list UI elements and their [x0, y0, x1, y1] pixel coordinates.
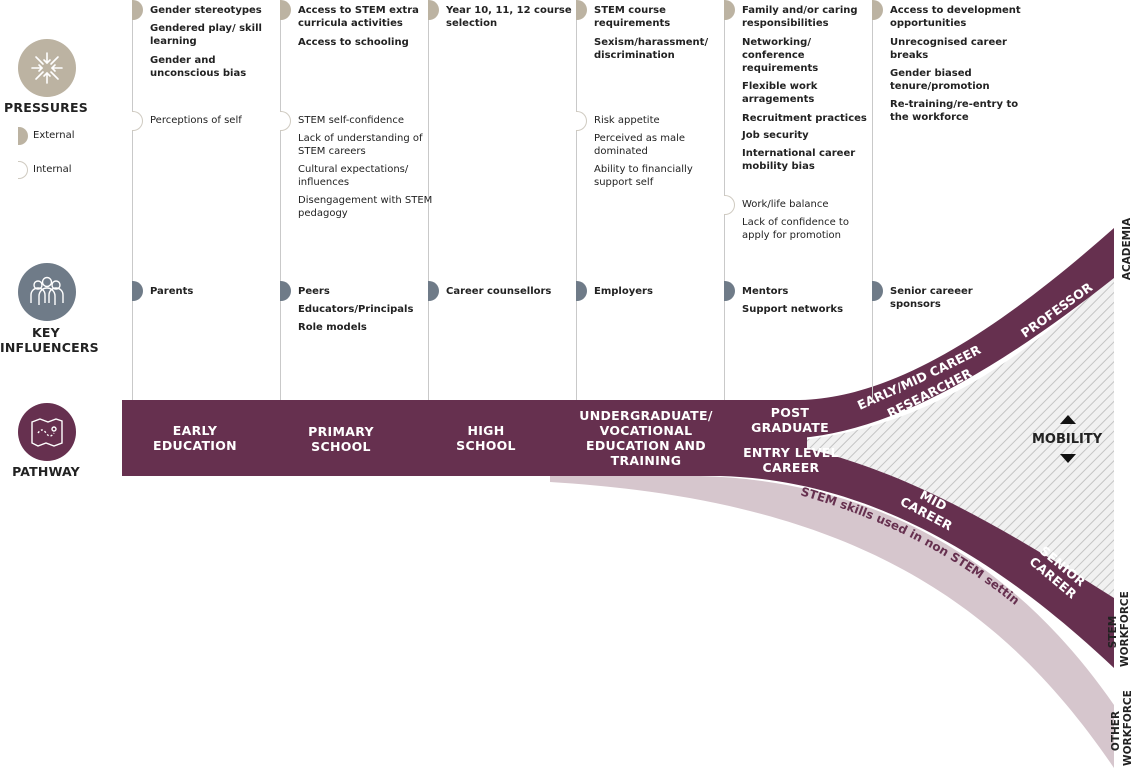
influencer-marker: [724, 281, 735, 301]
internal-legend-label: Internal: [33, 164, 72, 175]
external-pressure-item: Recruitment practices: [742, 113, 867, 124]
external-pressure-item: Gender biased tenure/promotion: [890, 68, 990, 92]
external-pressure-item: International career mobility bias: [742, 148, 856, 172]
internal-pressure-item: Ability to financially support self: [594, 164, 693, 188]
influencer-item: Educators/Principals: [298, 304, 414, 315]
internal-pressure-item: Lack of confidence to apply for promotio…: [742, 217, 849, 241]
mobility-down-arrow-icon: [1060, 454, 1076, 463]
influencer-item: Support networks: [742, 304, 844, 315]
pathway-bar: [122, 400, 807, 476]
external-pressure-item: Family and/or caring responsibilities: [742, 5, 858, 29]
internal-pressure-item: Perceptions of self: [150, 115, 242, 126]
internal-pressure-item: Lack of understanding of STEM careers: [298, 133, 423, 157]
stage-undergraduate: UNDERGRADUATE/ VOCATIONAL EDUCATION AND …: [579, 408, 713, 468]
column-divider: [576, 0, 577, 400]
pathway-label: PATHWAY: [12, 464, 80, 479]
external-pressure-item: Unrecognised career breaks: [890, 37, 1007, 61]
influencer-marker: [280, 281, 291, 301]
people-group-icon: [30, 276, 64, 305]
stage-high-school: HIGH SCHOOL: [456, 423, 516, 453]
influencer-marker: [132, 281, 143, 301]
influencer-item: Mentors: [742, 286, 789, 297]
external-legend-swatch: [18, 127, 28, 145]
internal-pressure-item: Perceived as male dominated: [594, 133, 686, 157]
mobility-label: MOBILITY: [1032, 432, 1103, 447]
column-divider: [132, 0, 133, 400]
external-pressure-item: Access to development opportunities: [890, 5, 1021, 29]
outcome-other-workforce: OTHER WORKFORCE: [1110, 690, 1134, 771]
internal-pressure-item: Disengagement with STEM pedagogy: [298, 195, 433, 219]
internal-pressure-item: Cultural expectations/ influences: [298, 164, 409, 188]
external-pressure-marker: [280, 0, 291, 20]
compress-arrows-icon: [31, 52, 63, 84]
influencer-item: Employers: [594, 286, 653, 297]
internal-pressure-item: Work/life balance: [742, 199, 829, 210]
influencer-item: Role models: [298, 322, 367, 333]
external-pressure-item: Networking/ conference requirements: [742, 37, 819, 74]
branch-post-graduate: POST GRADUATE: [751, 405, 829, 435]
pressures-circle: [18, 39, 76, 97]
outcome-academia: ACADEMIA: [1121, 217, 1133, 281]
external-legend-label: External: [33, 130, 75, 141]
external-pressure-marker: [872, 0, 883, 20]
influencer-marker: [428, 281, 439, 301]
external-pressure-item: Access to schooling: [298, 37, 409, 48]
external-pressure-item: STEM course requirements: [594, 5, 671, 29]
influencer-marker: [872, 281, 883, 301]
influencer-item: Career counsellors: [446, 286, 552, 297]
mobility-hatch-area: [800, 276, 1114, 600]
column-divider: [872, 0, 873, 400]
mobility-up-arrow-icon: [1060, 415, 1076, 424]
branch-entry-level: ENTRY LEVEL CAREER: [743, 445, 839, 475]
external-pressure-item: Gender and unconscious bias: [150, 55, 247, 79]
pressures-label: PRESSURES: [4, 100, 88, 115]
map-icon: [31, 418, 63, 447]
outcome-other-workforce-text: OTHER WORKFORCE: [1110, 690, 1134, 766]
internal-pressure-item: STEM self-confidence: [298, 115, 405, 126]
external-pressure-marker: [724, 0, 735, 20]
external-pressure-item: Gender stereotypes: [150, 5, 262, 16]
external-pressure-marker: [428, 0, 439, 20]
column-divider: [428, 0, 429, 400]
outcome-stem-workforce: STEM WORKFORCE: [1107, 591, 1131, 672]
external-pressure-marker: [132, 0, 143, 20]
influencer-item: Peers: [298, 286, 330, 297]
external-pressure-item: Flexible work arragements: [742, 81, 818, 105]
external-pressure-item: Sexism/harassment/ discrimination: [594, 37, 709, 61]
internal-pressure-item: Risk appetite: [594, 115, 660, 126]
influencer-item: Senior careeer sponsors: [890, 286, 973, 310]
external-pressure-item: Gendered play/ skill learning: [150, 23, 262, 47]
influencer-marker: [576, 281, 587, 301]
influencers-circle: [18, 263, 76, 321]
outcome-stem-workforce-text: STEM WORKFORCE: [1107, 591, 1131, 667]
stage-early-education: EARLY EDUCATION: [153, 423, 237, 453]
external-pressure-marker: [576, 0, 587, 20]
external-pressure-item: Access to STEM extra curricula activitie…: [298, 5, 419, 29]
stage-primary-school: PRIMARY SCHOOL: [308, 424, 374, 454]
influencers-label: KEY INFLUENCERS: [0, 325, 99, 355]
influencer-item: Parents: [150, 286, 194, 297]
external-pressure-item: Year 10, 11, 12 course selection: [446, 5, 572, 29]
external-pressure-item: Job security: [742, 130, 809, 141]
column-divider: [280, 0, 281, 400]
external-pressure-item: Re-training/re-entry to the workforce: [890, 99, 1019, 123]
pathway-circle: [18, 403, 76, 461]
non-stem-branch: [550, 476, 1114, 768]
